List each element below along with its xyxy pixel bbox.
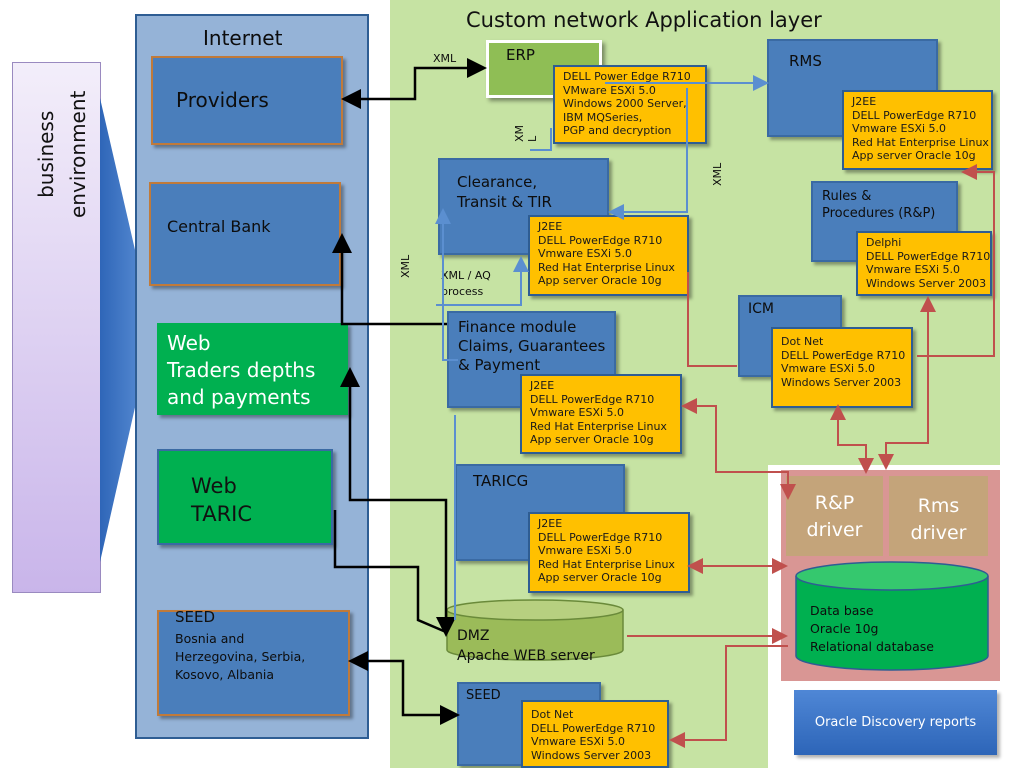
seed-specs: Dot Net DELL PowerEdge R710 Vmware ESXi …	[521, 700, 669, 768]
web-taric-label: Web TARIC	[191, 474, 253, 526]
finance-specs: J2EE DELL PowerEdge R710 Vmware ESXi 5.0…	[520, 374, 682, 454]
web-taric-box[interactable]	[157, 449, 333, 545]
taricg-label: TARICG	[473, 472, 529, 490]
erp-specs: DELL Power Edge R710 VMware ESXi 5.0 Win…	[553, 65, 707, 144]
icm-specs: Dot Net DELL PowerEdge R710 Vmware ESXi …	[771, 327, 913, 408]
taricg-specs: J2EE DELL PowerEdge R710 Vmware ESXi 5.0…	[528, 512, 690, 593]
oracle-discovery-reports-button[interactable]: Oracle Discovery reports	[794, 690, 997, 755]
seed-internet-body: Bosnia and Herzegovina, Serbia, Kosovo, …	[175, 631, 306, 682]
database-cylinder[interactable]	[794, 560, 990, 674]
rms-specs: J2EE DELL PowerEdge R710 Vmware ESXi 5.0…	[842, 90, 993, 170]
clearance-label: Clearance, Transit & TIR	[457, 173, 552, 211]
rules-label: Rules & Procedures (R&P)	[822, 189, 936, 221]
icm-label: ICM	[748, 301, 774, 317]
seed-internet-box[interactable]	[157, 610, 350, 716]
seed-internet-title: SEED	[175, 608, 216, 626]
web-traders-label: Web Traders depths and payments	[167, 331, 316, 409]
rms-label: RMS	[789, 52, 822, 70]
erp-label: ERP	[506, 46, 535, 64]
providers-box[interactable]	[151, 56, 343, 145]
dmz-cylinder[interactable]	[445, 598, 625, 668]
web-traders-box[interactable]	[157, 323, 348, 415]
database-label: Data base Oracle 10g Relational database	[810, 603, 934, 654]
internet-title: Internet	[203, 26, 283, 50]
providers-label: Providers	[176, 88, 269, 112]
business-arrow	[100, 98, 153, 562]
finance-label: Finance module Claims, Guarantees & Paym…	[458, 318, 606, 374]
app-layer-title: Custom network Application layer	[466, 8, 822, 32]
seed-app-label: SEED	[466, 688, 501, 703]
rules-specs: Delphi DELL PowerEdge R710 Vmware ESXi 5…	[856, 231, 992, 296]
xml-aq-label: XML / AQ process	[441, 269, 491, 298]
rp-driver-box[interactable]: R&P driver	[786, 476, 883, 556]
rms-driver-box[interactable]: Rms driver	[889, 476, 988, 556]
dmz-label: DMZ Apache WEB server	[457, 628, 595, 664]
central-bank-label: Central Bank	[167, 217, 271, 236]
clearance-specs: J2EE DELL PowerEdge R710 Vmware ESXi 5.0…	[528, 215, 689, 296]
central-bank-box[interactable]	[149, 182, 341, 286]
